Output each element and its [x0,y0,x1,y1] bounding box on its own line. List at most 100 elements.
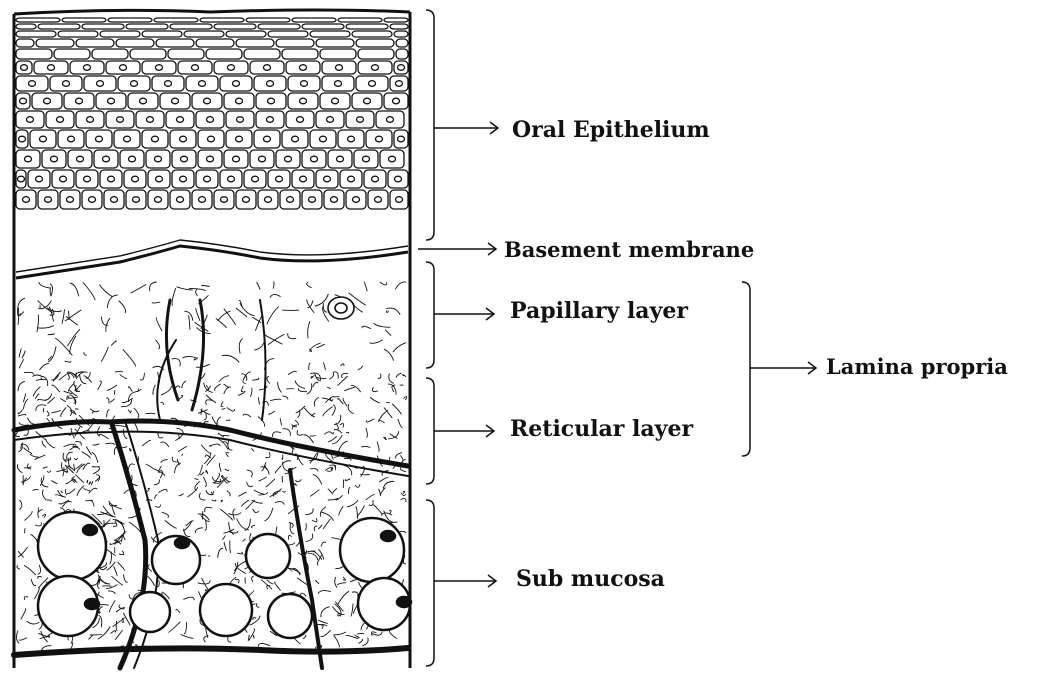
cell-nucleus [233,156,240,162]
epithelial-cell [258,190,278,209]
epithelial-cell [62,18,106,22]
cell-nucleus [372,65,379,71]
fibre [309,363,311,370]
epithelial-cell [256,93,286,109]
fibre [65,489,66,495]
epithelial-cell [16,76,48,91]
epithelial-cell [16,111,44,128]
epithelial-cell [358,49,394,59]
fibre [298,388,307,391]
fibre [107,410,110,418]
fibre [77,485,84,495]
fibre [400,455,403,460]
fibre [222,355,239,362]
fibre [48,334,55,335]
fibre [35,394,39,399]
fibre [107,562,116,570]
fibre [24,448,32,454]
epithelial-cell [142,31,182,37]
epithelial-cell [338,18,382,22]
fat-cell-nucleus [85,599,99,609]
fibre [242,500,249,507]
epithelial-cell [250,150,274,168]
fibre [115,630,122,640]
cell-nucleus [103,156,110,162]
fibre [328,489,333,494]
epithelial-cell [226,31,266,37]
fibre [343,577,346,580]
epithelial-cell [170,130,196,148]
fibre [90,634,102,635]
fibre [351,385,361,392]
epithelial-cell [286,111,314,128]
cell-nucleus [292,136,299,142]
arrow-papillary [434,308,494,320]
fibre [35,522,41,526]
fibre [183,597,194,600]
epithelial-cell [254,130,280,148]
epithelial-cell [186,76,218,91]
epithelial-cell [286,61,320,74]
fibre [266,479,275,487]
epithelial-cell [244,170,266,188]
fibre [219,463,221,471]
fibre [74,458,77,460]
fibre [237,519,249,530]
epithelial-cell [92,49,128,59]
epithelial-cell [244,49,280,59]
epithelial-cell [16,31,56,37]
fibre [370,340,383,344]
cell-nucleus [387,117,394,123]
epithelial-cell [16,150,40,168]
fibre [320,630,330,636]
fibre [37,565,40,574]
epithelial-cell [302,190,322,209]
fibre [339,506,343,515]
fibre [396,373,401,378]
fibre [308,321,310,338]
fibre [182,381,186,388]
fibre [65,361,71,362]
fibre [199,493,205,500]
fibre [153,385,155,395]
fibre [111,341,116,346]
blood-vessel-cross-section [328,297,354,319]
cell-nucleus [87,117,94,123]
fibre [268,334,284,344]
fibre [377,442,379,452]
fibre [172,288,176,306]
fibre [184,622,187,634]
fibre [60,398,66,402]
fibre [63,453,66,462]
epithelial-cell [352,31,392,37]
epithelial-cell [100,31,140,37]
fibre [323,519,330,529]
fibre [70,336,76,354]
epithelial-cell [320,93,350,109]
epithelial-cell [282,130,308,148]
fibre [303,635,306,639]
fibre [89,635,93,639]
fibre [51,385,59,392]
cell-nucleus [132,176,139,182]
fibre [114,566,117,576]
epithelial-cell [16,190,36,209]
fibre [369,500,373,506]
fibre [206,470,208,473]
basement-membrane-line [16,246,408,278]
cell-nucleus [133,197,140,203]
fibre [19,359,24,368]
epithelial-cell [96,93,126,109]
brace-submucosa [426,500,434,666]
fibre [130,284,146,293]
epithelial-cell [320,49,356,59]
fibre [30,454,38,457]
epithelial-cell [16,18,60,22]
cell-nucleus [300,98,307,104]
fibre [142,440,151,446]
fibre [315,294,329,306]
fibre [267,376,270,383]
cell-nucleus [285,156,292,162]
epithelial-cell [156,39,194,47]
fibre [224,387,231,394]
